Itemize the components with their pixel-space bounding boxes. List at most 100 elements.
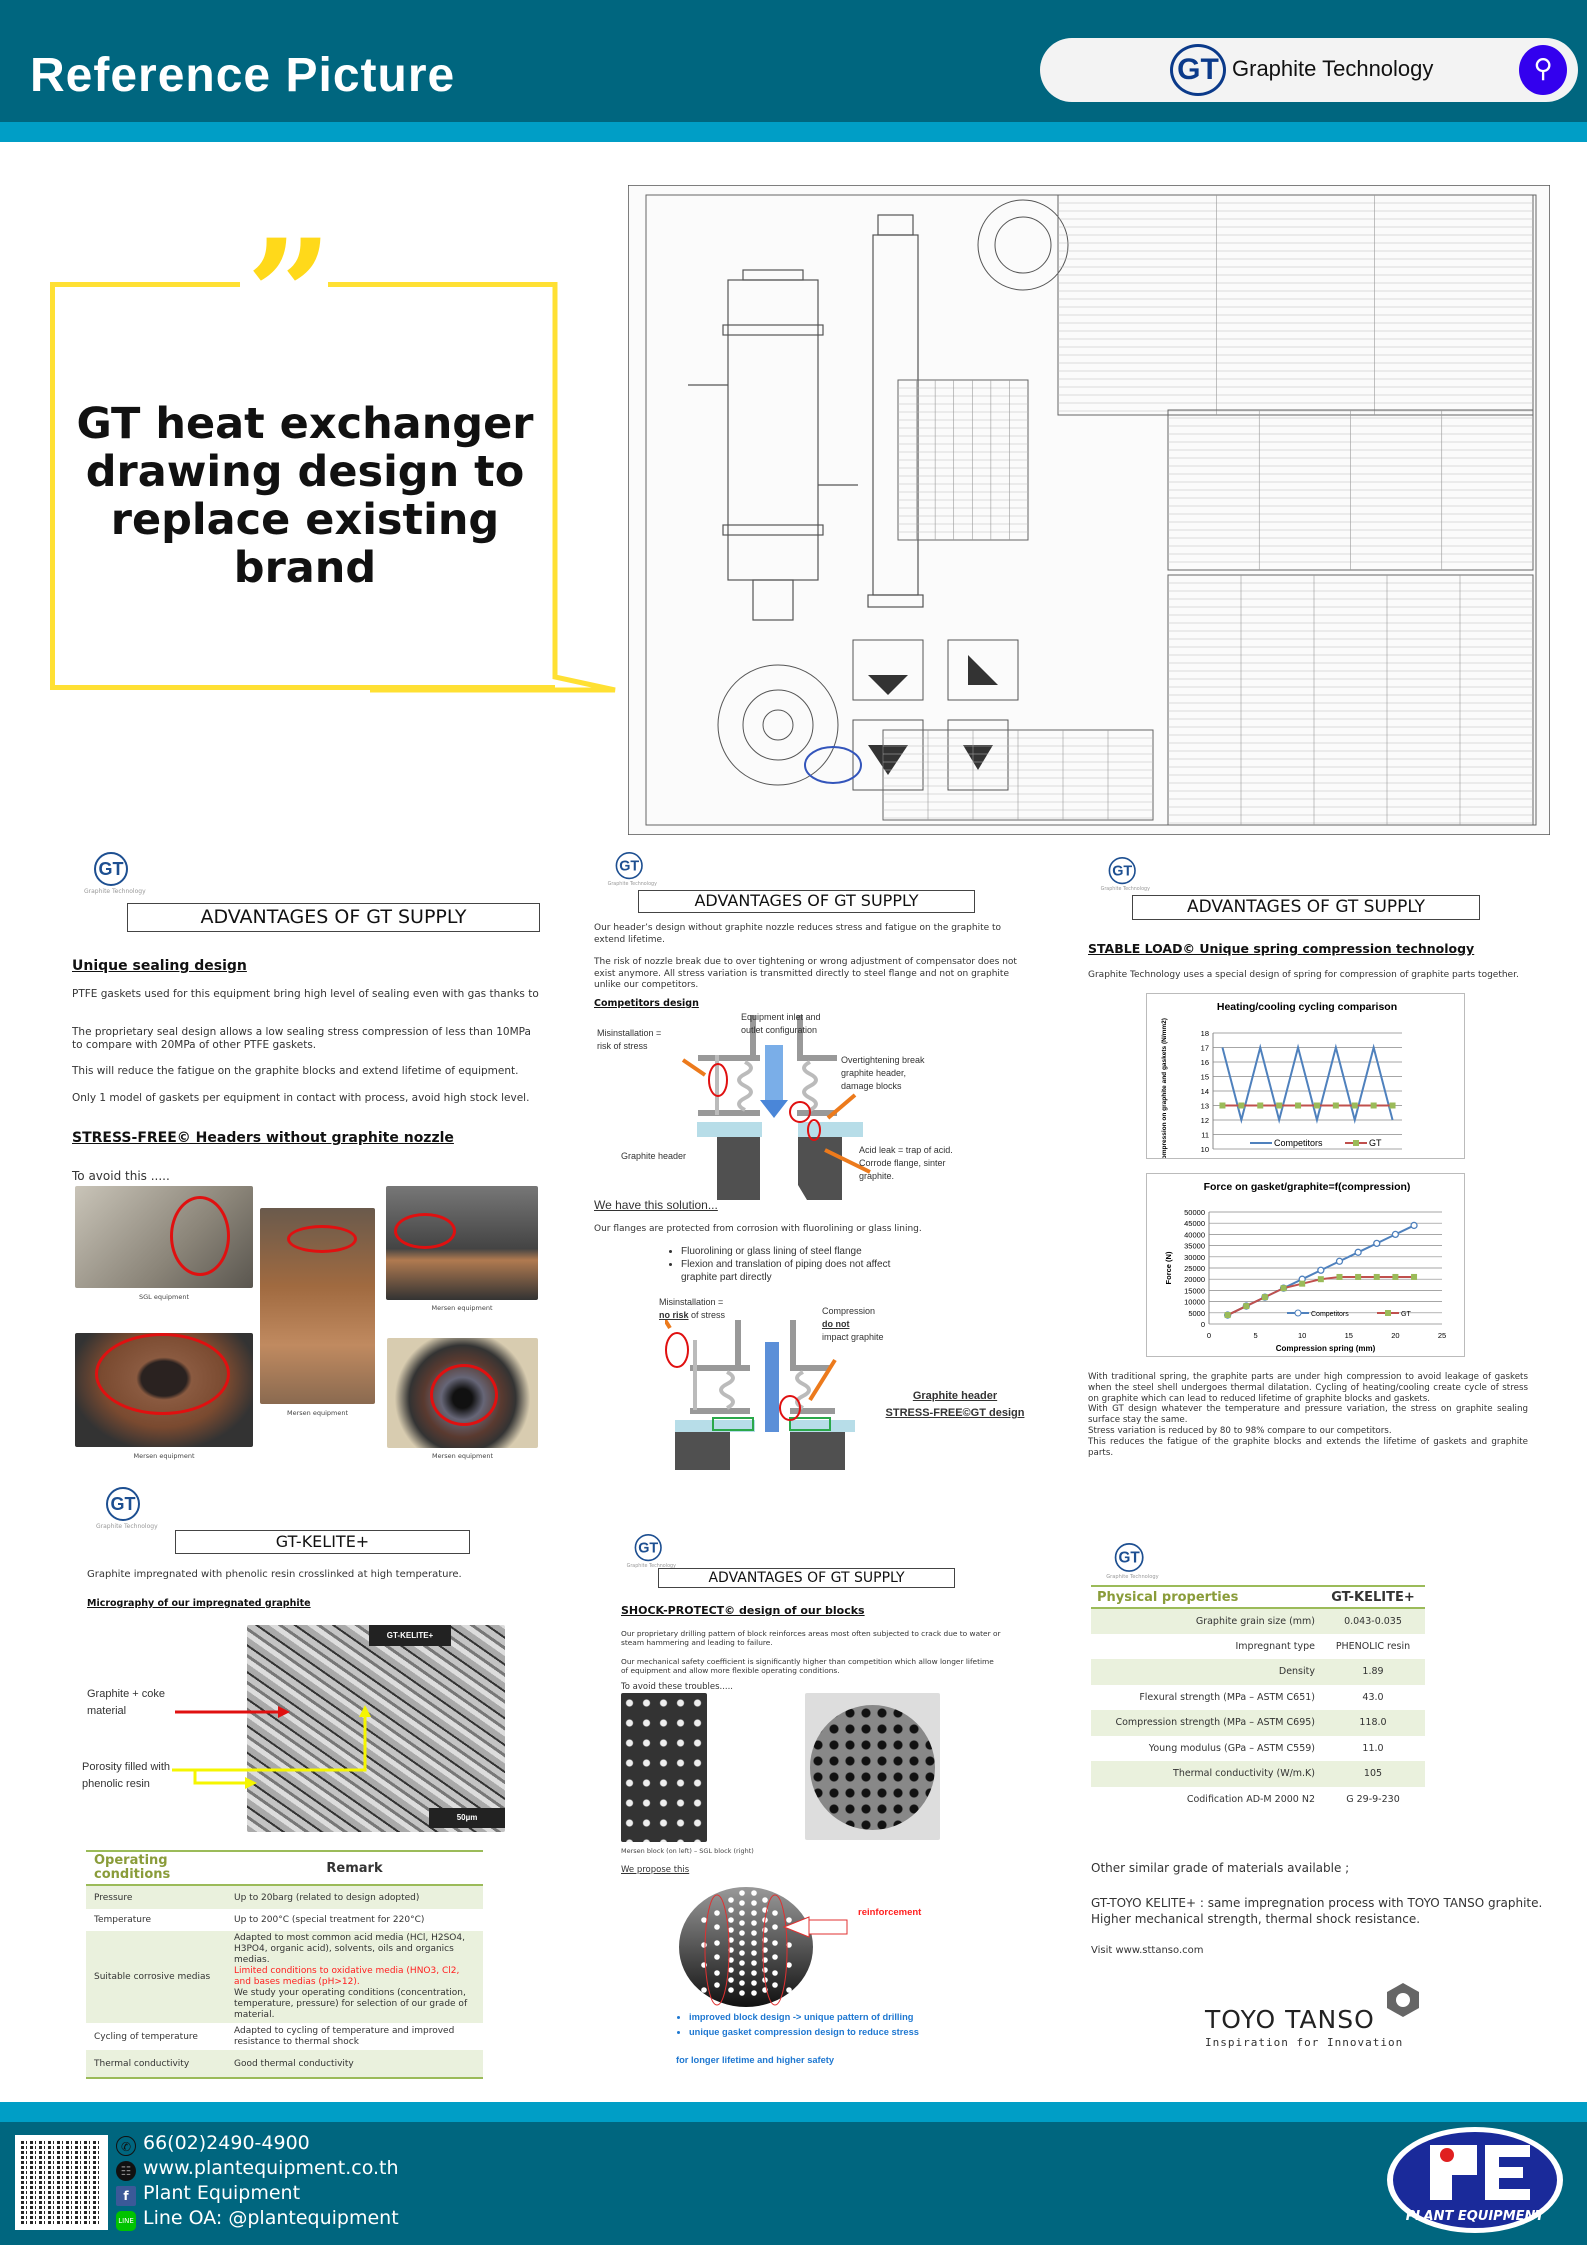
drill-hole (751, 1890, 757, 1896)
drill-hole (739, 1890, 745, 1896)
y-tick-label: 18 (1201, 1029, 1209, 1038)
text: do not (822, 1319, 850, 1329)
drill-hole (772, 1970, 778, 1976)
x-tick-label: 0 (1207, 1331, 1211, 1340)
qr-code[interactable] (15, 2135, 108, 2230)
drill-hole (786, 1917, 792, 1923)
y-tick-label: 17 (1201, 1044, 1209, 1053)
bullet: unique gasket compression design to redu… (689, 2025, 919, 2040)
shock-protect-heading: SHOCK-PROTECT© design of our blocks (621, 1604, 865, 1617)
drill-hole (772, 1924, 778, 1930)
header-stripe (0, 122, 1587, 142)
solution-diagram (665, 1320, 855, 1432)
legend-label: GT (1401, 1311, 1411, 1318)
x-tick-label: 25 (1438, 1331, 1446, 1340)
table-row: Temperature Up to 200°C (special treatmen… (86, 1909, 483, 1931)
data-point (1317, 1276, 1324, 1283)
paragraph: With GT design whatever the temperature … (1088, 1404, 1528, 1426)
drill-hole (728, 1947, 734, 1953)
x-axis-label: Compression spring (mm) (1276, 1344, 1376, 1353)
stable-load-text: With traditional spring, the graphite pa… (1088, 1372, 1528, 1458)
text: of stress (688, 1310, 726, 1320)
paragraph: Our mechanical safety coefficient is sig… (621, 1657, 994, 1675)
photo-sgl-equipment (75, 1186, 253, 1288)
weld-details (852, 639, 1019, 791)
cell: Temperature (94, 1915, 152, 1925)
footer-phone[interactable]: 66(02)2490-4900 (143, 2132, 310, 2154)
top-view-flange (717, 199, 1069, 786)
y-tick-label: 30000 (1184, 1253, 1205, 1262)
cell: Good thermal conductivity (226, 2050, 483, 2078)
footer-facebook[interactable]: Plant Equipment (143, 2182, 301, 2204)
legend-marker (1353, 1140, 1359, 1146)
flow-arrow (765, 1045, 783, 1100)
brand-search-bar[interactable]: GT Graphite Technology (1040, 38, 1578, 102)
table-row: Young modulus (GPa – ASTM C559)11.0 (1091, 1736, 1425, 1762)
graphite-header-left (717, 1137, 760, 1200)
footer-website[interactable]: www.plantequipment.co.th (143, 2157, 399, 2179)
drill-hole (701, 1917, 707, 1923)
footer-line[interactable]: Line OA: @plantequipment (143, 2207, 399, 2229)
toyo-hexagon-icon (1387, 1983, 1419, 2017)
cell: Up to 200°C (special treatment for 220°C… (234, 1915, 425, 1925)
legend-marker (1385, 1310, 1391, 1316)
text: impact graphite (822, 1332, 884, 1342)
data-point (1355, 1273, 1362, 1280)
paragraph: This will reduce the fatigue on the grap… (72, 1065, 519, 1077)
drawing-tables (882, 194, 1534, 826)
visit-link[interactable]: Visit www.sttanso.com (1091, 1945, 1204, 1956)
stress-free-heading: STRESS-FREE© Headers without graphite no… (72, 1130, 454, 1146)
photo-caption: SGL equipment (138, 1293, 190, 1301)
drill-hole (728, 1917, 734, 1923)
vessel-elevation (688, 214, 924, 621)
data-point (1295, 1102, 1302, 1109)
photo-caption: Mersen equipment (431, 1452, 494, 1460)
panel4-title: GT-KELITE+ (175, 1530, 470, 1554)
photo-caption: Mersen block (on left) – SGL block (righ… (621, 1847, 754, 1855)
data-point (1392, 1273, 1399, 1280)
drill-hole (772, 1982, 778, 1988)
y-tick-label: 40000 (1184, 1230, 1205, 1239)
drill-hole (751, 1960, 757, 1966)
drill-hole (762, 1927, 768, 1933)
drill-hole (751, 1910, 757, 1916)
data-point (1410, 1221, 1418, 1230)
avoid-label: To avoid these troubles..... (621, 1682, 734, 1692)
data-point (1257, 1102, 1264, 1109)
stress-circle (665, 1332, 689, 1368)
micrograph-image: GT-KELITE+ 50µm (247, 1625, 505, 1832)
legend-label: Competitors (1274, 1138, 1323, 1148)
photo-mersen-flange (387, 1338, 538, 1448)
data-point (1261, 1294, 1268, 1301)
stable-load-heading: STABLE LOAD© Unique spring compression t… (1088, 941, 1475, 956)
signature-stamp (804, 746, 862, 784)
stress-circle (807, 1119, 821, 1141)
property-name: Flexural strength (MPa – ASTM C651) (1139, 1691, 1315, 1703)
cell: Suitable corrosive medias (86, 1931, 226, 2023)
table-row: Thermal conductivity (W/m.K)105 (1091, 1761, 1425, 1787)
y-tick-label: 15000 (1184, 1286, 1205, 1295)
series-line-gt (1227, 1275, 1415, 1316)
property-name: Compression strength (MPa – ASTM C695) (1091, 1710, 1321, 1736)
solution-graphite-blocks (675, 1432, 845, 1470)
property-value: 11.0 (1362, 1742, 1384, 1754)
drill-hole (739, 1910, 745, 1916)
orange-arrow (681, 1058, 707, 1077)
flange-plate-left (697, 1122, 762, 1137)
y-tick-label: 35000 (1184, 1242, 1205, 1251)
label-graphite-coke: Graphite + coke material (87, 1688, 165, 1717)
search-icon[interactable]: ⚲ (1519, 45, 1567, 95)
data-point (1336, 1273, 1343, 1280)
property-name: Codification AD-M 2000 N2 (1186, 1793, 1315, 1805)
orange-arrow (824, 1148, 871, 1174)
sgl-block-face (810, 1705, 935, 1830)
drill-hole (728, 1957, 734, 1963)
panel3-title: ADVANTAGES OF GT SUPPLY (1132, 895, 1480, 920)
